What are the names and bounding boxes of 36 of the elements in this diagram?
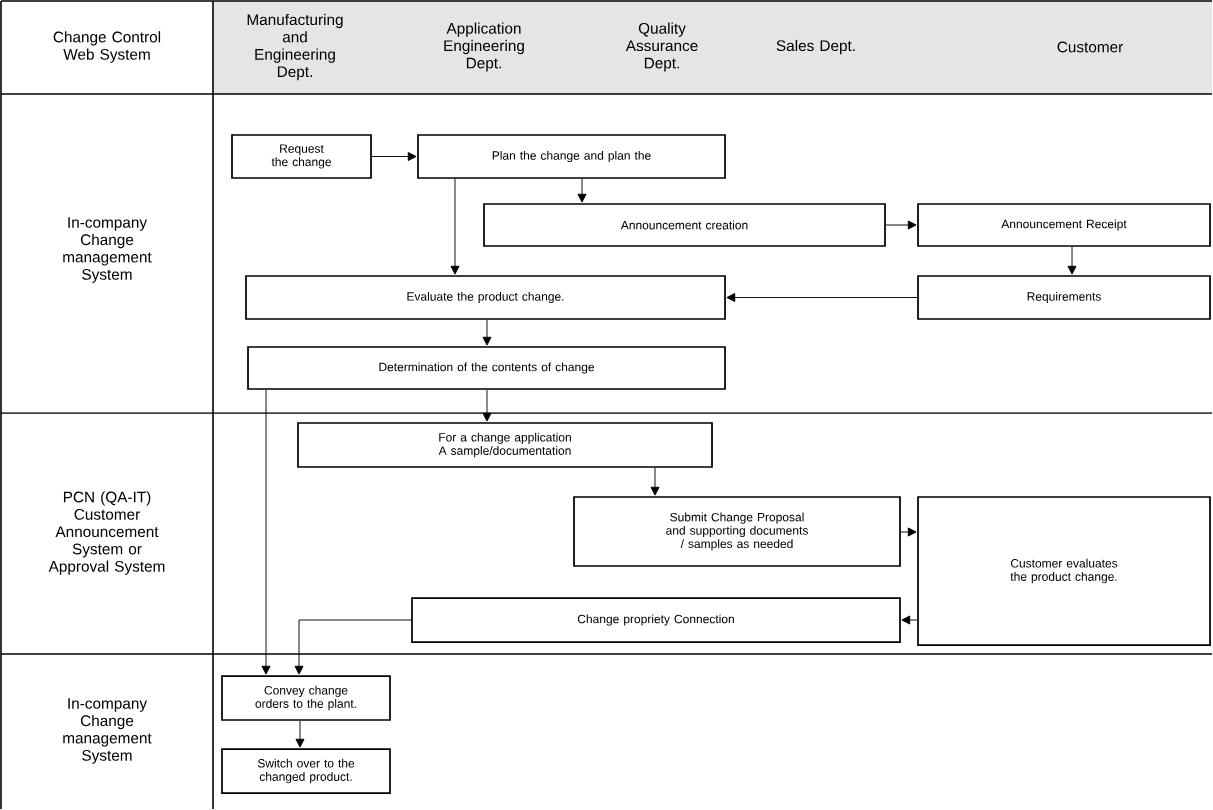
process-box: Announcement creation xyxy=(483,203,886,247)
lane-label: Sales Dept. xyxy=(776,39,855,55)
arrow xyxy=(900,527,917,537)
process-box: Requirements xyxy=(917,275,1211,320)
lane-label: Customer xyxy=(1057,41,1123,53)
lane-label: Quality Assurance Dept. xyxy=(625,22,698,72)
process-box: Switch over to the changed product. xyxy=(221,748,391,794)
process-box: Determination of the contents of change xyxy=(247,346,726,390)
process-box: Customer evaluates the product change. xyxy=(917,496,1211,646)
arrow xyxy=(577,178,587,203)
lane-label: In-company Change management System xyxy=(63,698,152,764)
process-box: Convey change orders to the plant. xyxy=(221,675,391,721)
process-box: Evaluate the product change. xyxy=(245,275,726,320)
process-box: Request the change xyxy=(231,134,372,179)
arrow xyxy=(901,615,918,625)
arrow xyxy=(294,619,412,675)
lane-label: Manufacturing and Engineering Dept. xyxy=(247,13,343,81)
arrow xyxy=(650,467,660,496)
lane-label: In-company Change management System xyxy=(63,217,152,283)
process-box: For a change application A sample/documentation xyxy=(297,422,713,468)
arrow xyxy=(885,220,917,230)
arrow xyxy=(295,720,305,748)
arrow xyxy=(726,293,918,302)
process-box: Submit Change Proposal and supporting documents / samples as needed xyxy=(573,496,901,567)
arrow xyxy=(450,178,460,275)
process-box: Change propriety Connection xyxy=(411,597,901,643)
lane-label: PCN (QA-IT) Customer Announcement System or Approval System xyxy=(48,491,165,575)
arrow xyxy=(371,152,417,161)
arrow xyxy=(1067,246,1077,275)
arrow xyxy=(261,389,271,675)
process-box: Announcement Receipt xyxy=(917,203,1211,247)
arrow xyxy=(482,319,492,346)
arrow xyxy=(482,389,492,422)
lane-label: Application Engineering Dept. xyxy=(444,22,524,72)
process-box: Plan the change and plan the xyxy=(417,134,726,179)
lane-label: Change Control Web System xyxy=(53,31,161,63)
